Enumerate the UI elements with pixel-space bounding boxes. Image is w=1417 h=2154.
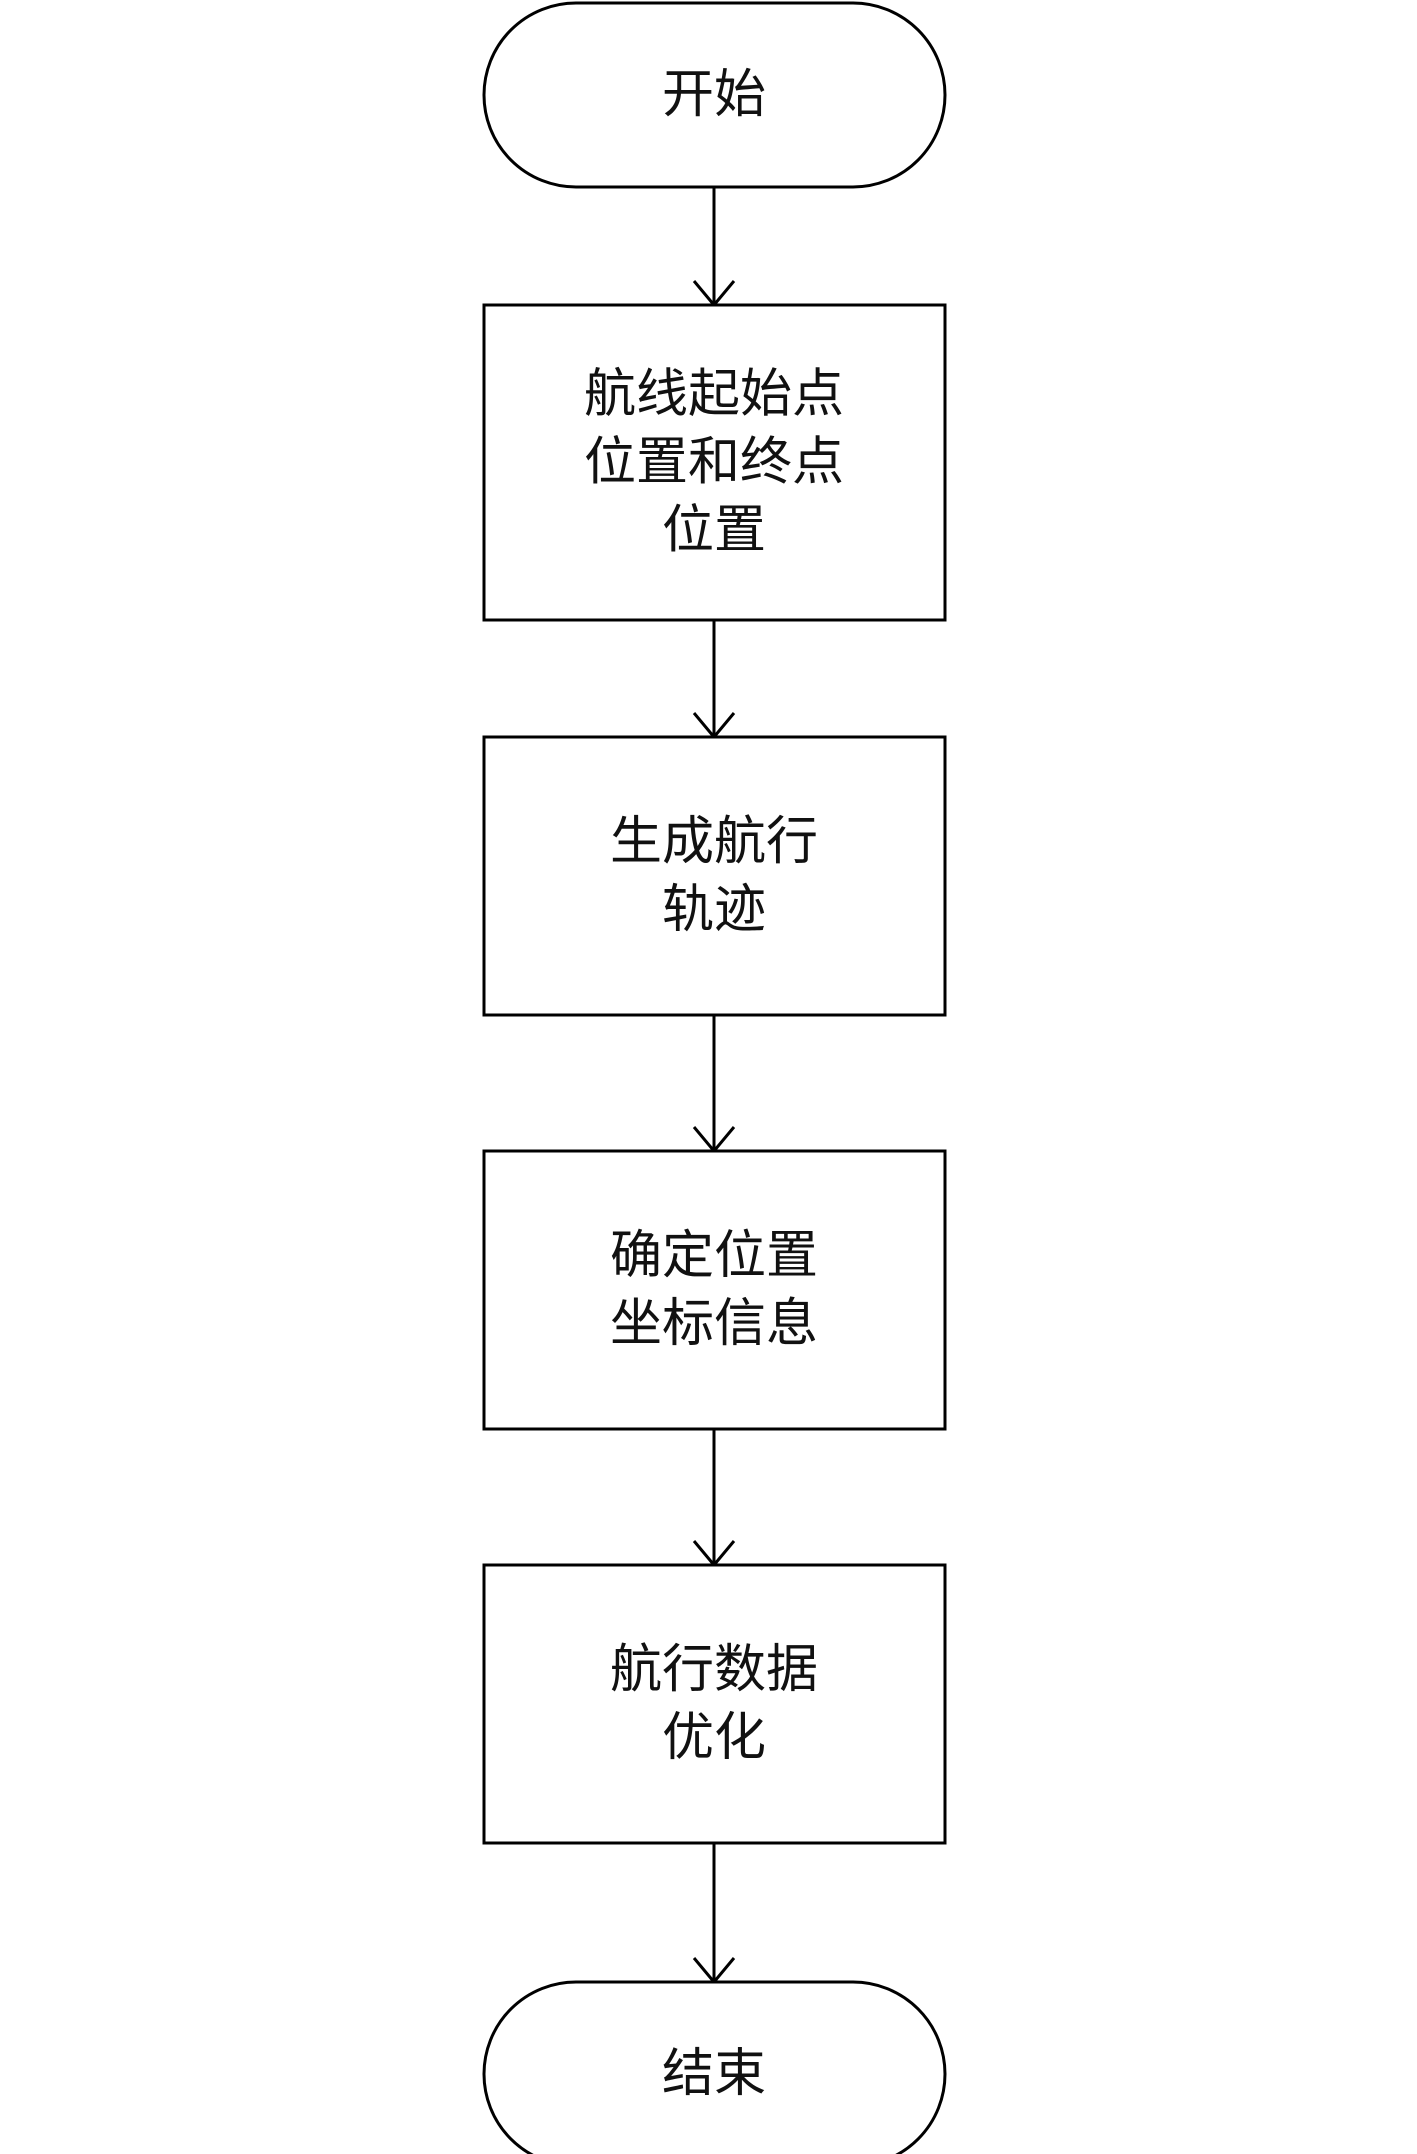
node-label-line: 优化 [662, 1708, 766, 1768]
node-label-line: 确定位置 [610, 1226, 818, 1286]
edge-start-to-route-points [692, 187, 736, 308]
terminal-shape [482, 1, 947, 189]
node-label-line: 位置和终点 [584, 433, 844, 493]
terminal-shape [482, 1980, 947, 2154]
process-box [482, 1563, 947, 1845]
process-box [482, 303, 947, 622]
node-label-line: 开始 [662, 65, 766, 125]
node-label-line: 结束 [662, 2044, 766, 2104]
node-label-line: 生成航行 [610, 812, 818, 872]
process-box [482, 1149, 947, 1431]
process-box [482, 735, 947, 1017]
node-label-line: 航行数据 [610, 1640, 818, 1700]
node-label-line: 轨迹 [662, 880, 766, 940]
edge-determine-coords-to-optimize-data [692, 1429, 736, 1568]
edge-optimize-data-to-end [692, 1843, 736, 1985]
node-label-line: 位置 [662, 501, 766, 561]
node-label-line: 坐标信息 [610, 1294, 818, 1354]
node-end: 结束 [482, 1980, 947, 2154]
edge-route-points-to-generate-track [692, 620, 736, 740]
edge-generate-track-to-determine-coords [692, 1015, 736, 1154]
node-label-line: 航线起始点 [584, 365, 844, 425]
node-start: 开始 [482, 1, 947, 189]
